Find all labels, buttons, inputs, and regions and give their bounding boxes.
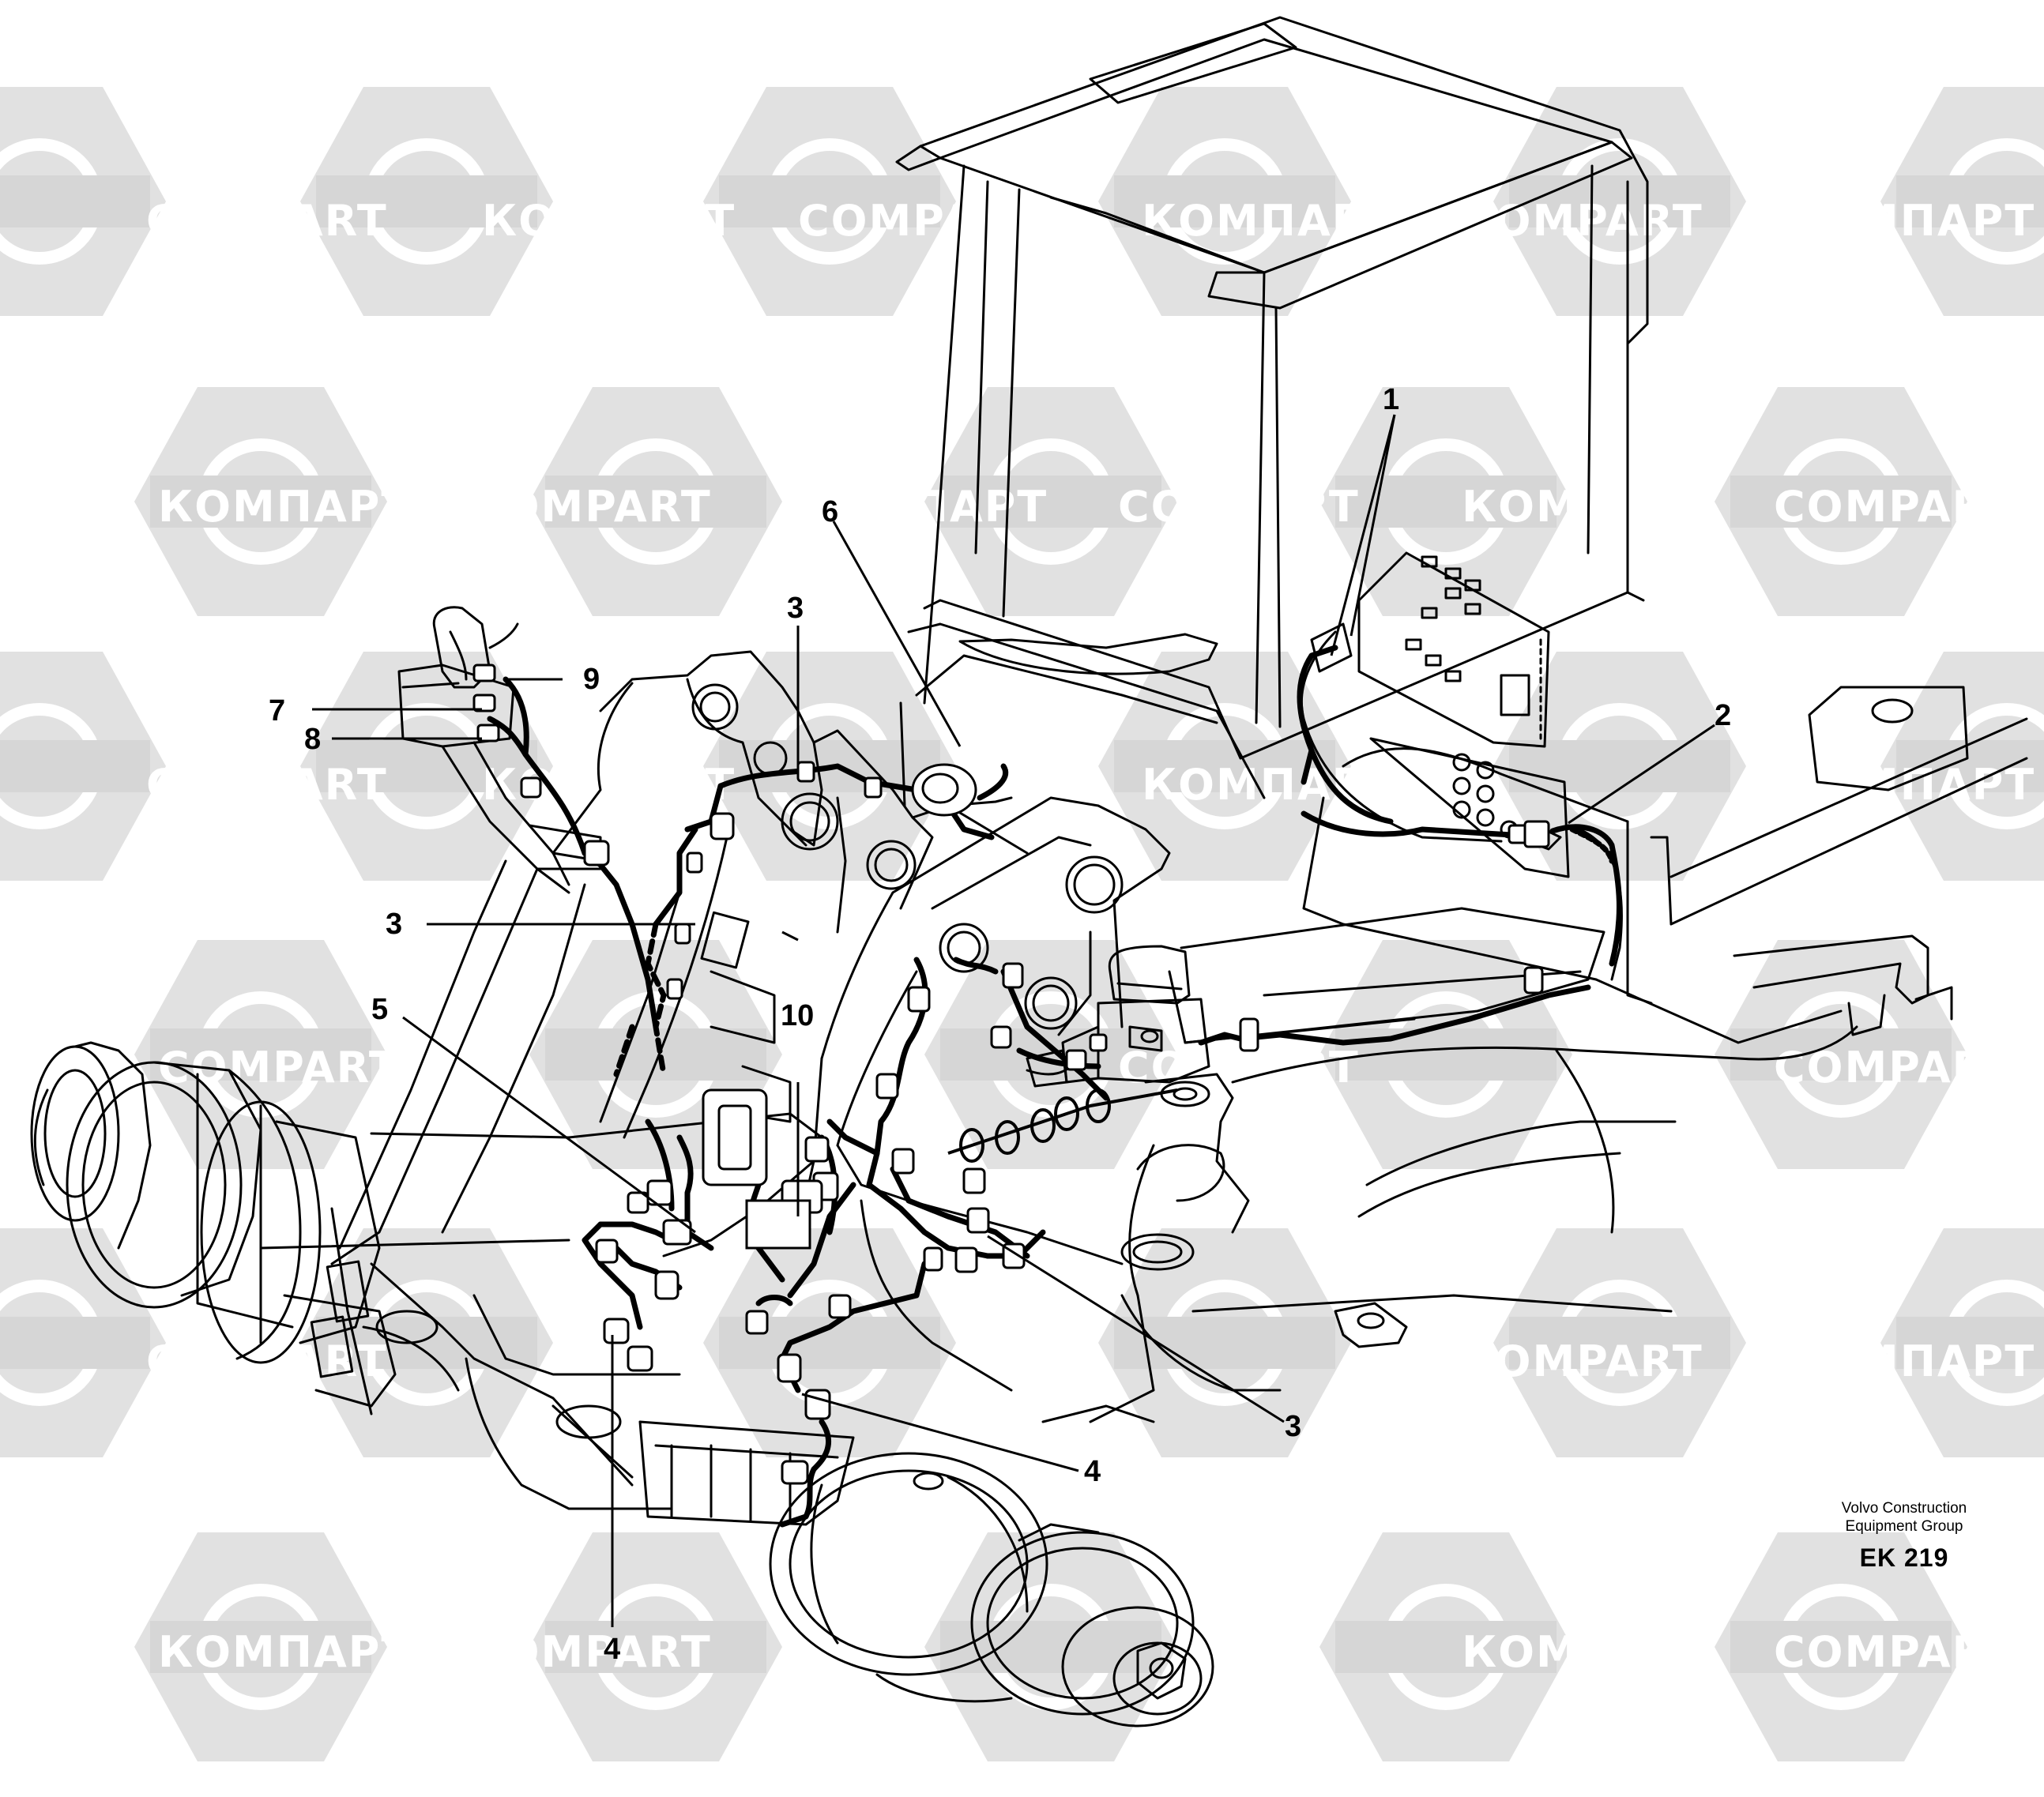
relay-box bbox=[745, 1199, 811, 1250]
watermark-text: COMPART bbox=[146, 196, 388, 246]
connector bbox=[745, 1310, 769, 1335]
control-module-face bbox=[717, 1104, 752, 1171]
connector bbox=[686, 852, 703, 874]
callout-4: 4 bbox=[604, 1633, 620, 1666]
watermark-text: КОМПАРТ bbox=[158, 482, 412, 532]
watermark-text: КОМПАРТ bbox=[1142, 196, 1395, 246]
connector bbox=[921, 773, 959, 804]
machine-line-drawing bbox=[30, 16, 2028, 1727]
callout-2: 2 bbox=[1715, 699, 1731, 732]
connector bbox=[1089, 1033, 1108, 1052]
connector bbox=[966, 1207, 990, 1234]
watermark-text: COMPART bbox=[146, 760, 388, 810]
watermark-text: COMPART bbox=[1774, 482, 2016, 532]
connector bbox=[962, 1167, 986, 1194]
connector bbox=[595, 1239, 619, 1264]
callout-7: 7 bbox=[269, 694, 285, 727]
connector bbox=[627, 1191, 649, 1214]
callout-3: 3 bbox=[386, 908, 402, 941]
connector bbox=[864, 776, 883, 799]
connector bbox=[875, 1073, 899, 1100]
watermark-text: COMPART bbox=[798, 196, 1040, 246]
callout-9: 9 bbox=[583, 663, 600, 696]
connector bbox=[666, 978, 683, 1000]
watermark-text: COMPART bbox=[470, 1627, 712, 1677]
harness-clamps bbox=[947, 1088, 1178, 1163]
frame-bulkhead bbox=[1302, 737, 1629, 981]
callout-3: 3 bbox=[1285, 1410, 1301, 1443]
connector bbox=[646, 1179, 673, 1206]
connector bbox=[1523, 966, 1544, 994]
watermark-text: COMPART bbox=[1462, 1336, 1703, 1386]
connector bbox=[520, 776, 542, 799]
watermark-text: КОМПАРТ bbox=[1782, 760, 2035, 810]
callout-5: 5 bbox=[371, 993, 388, 1026]
connector bbox=[804, 1389, 831, 1420]
watermark-words: COMPART КОМПАРТ COMPART КОМПАРТ COMPART … bbox=[146, 196, 2035, 1677]
caption-company-line-2: Equipment Group bbox=[1845, 1518, 1963, 1535]
connector bbox=[472, 664, 496, 682]
connector bbox=[472, 694, 496, 712]
watermark-text: COMPART bbox=[470, 482, 712, 532]
watermark-text: COMPART bbox=[1774, 1627, 2016, 1677]
connector bbox=[777, 1353, 802, 1383]
callout-8: 8 bbox=[304, 723, 321, 756]
connector bbox=[662, 1219, 692, 1246]
watermark-text: КОМПАРТ bbox=[794, 482, 1048, 532]
connector bbox=[990, 1025, 1012, 1049]
connector bbox=[654, 1270, 679, 1300]
drawing-code: EK 219 bbox=[1859, 1543, 1949, 1572]
callout-3: 3 bbox=[787, 592, 804, 625]
connector bbox=[603, 1318, 630, 1344]
axle-left bbox=[30, 1041, 823, 1510]
watermark-text: КОМПАРТ bbox=[1782, 1336, 2035, 1386]
connector bbox=[1239, 1017, 1259, 1052]
connector bbox=[583, 840, 610, 867]
watermark-text: COMPART bbox=[1118, 482, 1360, 532]
watermark-text: КОМПАРТ bbox=[1782, 196, 2035, 246]
connector bbox=[674, 923, 691, 945]
watermark-text: КОМПАРТ bbox=[1142, 760, 1395, 810]
callout-1: 1 bbox=[1383, 383, 1399, 416]
callout-numbers: 1 2 3 3 3 4 4 5 6 7 8 9 10 bbox=[269, 383, 1731, 1666]
connector bbox=[1065, 1049, 1087, 1071]
connector bbox=[627, 1345, 653, 1372]
callout-10: 10 bbox=[781, 999, 814, 1032]
connectors bbox=[472, 664, 1550, 1485]
watermark-text: COMPART bbox=[1774, 1043, 2016, 1092]
watermark-text: КОМПАРТ bbox=[1462, 1627, 1715, 1677]
connector bbox=[828, 1294, 852, 1319]
connector bbox=[923, 1246, 943, 1272]
watermark-text: COMPART bbox=[1462, 196, 1703, 246]
callout-leaders bbox=[312, 414, 1715, 1627]
drawing-caption: Volvo Construction Equipment Group EK 21… bbox=[1778, 1499, 2031, 1573]
watermark-layer: COMPART КОМПАРТ COMPART КОМПАРТ COMPART … bbox=[0, 87, 2044, 1761]
watermark-text: КОМПАРТ bbox=[158, 1627, 412, 1677]
electrical-panel bbox=[1300, 551, 1550, 843]
watermark-text: КОМПАРТ bbox=[482, 196, 736, 246]
connector bbox=[476, 724, 500, 742]
connector bbox=[804, 1136, 830, 1163]
connector bbox=[954, 1246, 978, 1273]
connector bbox=[907, 986, 931, 1013]
connector bbox=[710, 812, 735, 840]
connector bbox=[1523, 820, 1550, 848]
chassis-right bbox=[1168, 686, 2028, 1348]
connector bbox=[796, 761, 815, 783]
connector bbox=[1002, 962, 1024, 989]
watermark-text: КОМПАРТ bbox=[482, 760, 736, 810]
callout-6: 6 bbox=[822, 495, 838, 528]
caption-company-line-1: Volvo Construction bbox=[1841, 1500, 1967, 1517]
axle-right bbox=[638, 1420, 1214, 1727]
callout-4: 4 bbox=[1084, 1455, 1101, 1488]
connector bbox=[891, 1148, 915, 1175]
connector bbox=[781, 1460, 809, 1485]
